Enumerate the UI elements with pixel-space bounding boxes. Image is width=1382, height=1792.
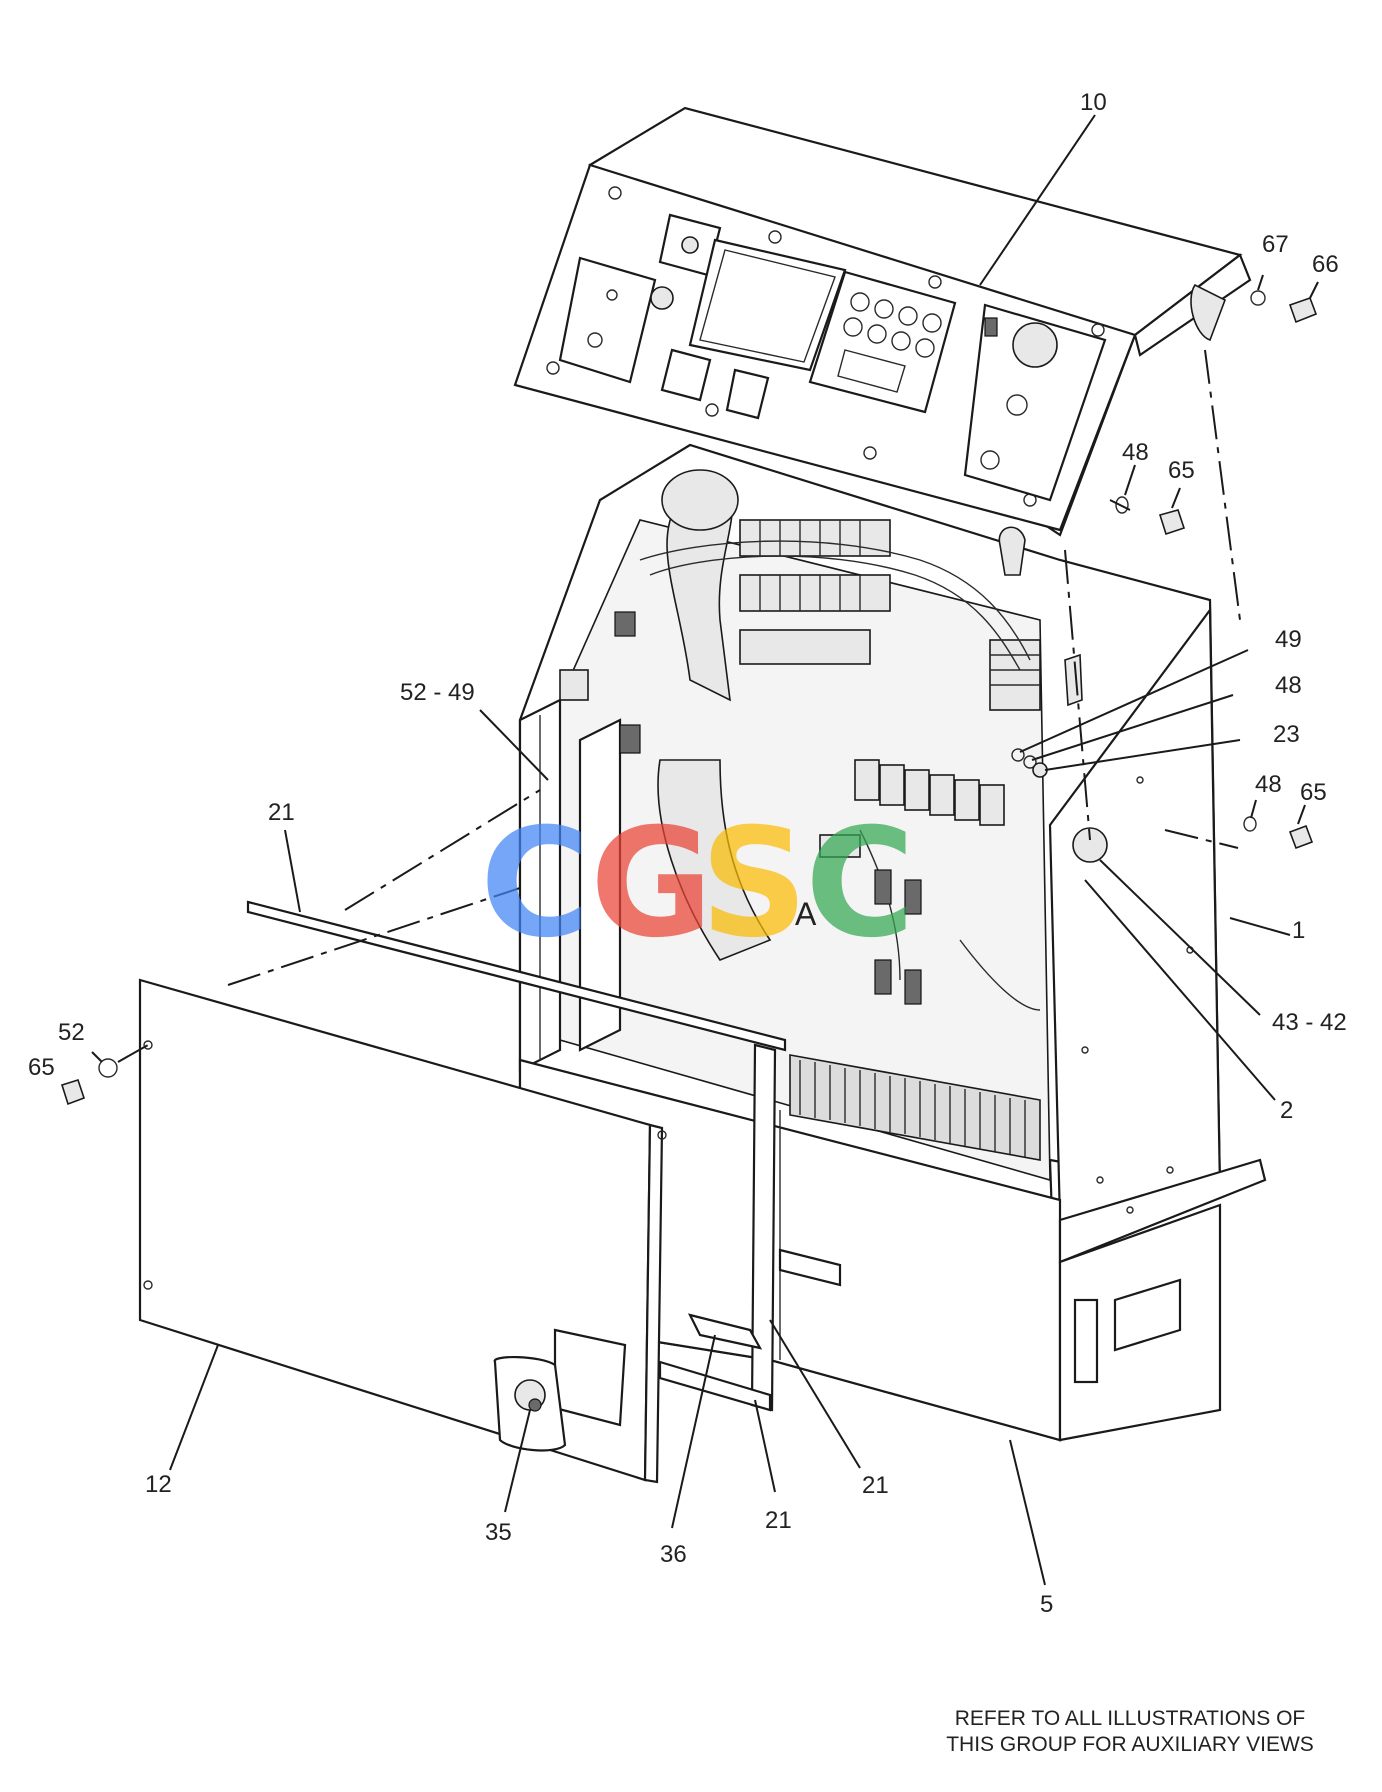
callout-43-42: 43 - 42 <box>1272 1009 1347 1036</box>
latch-handle <box>493 1328 627 1452</box>
callout-21-bottom: 21 <box>765 1507 792 1534</box>
callout-65-right: 65 <box>1300 779 1327 806</box>
note-line-2: THIS GROUP FOR AUXILIARY VIEWS <box>946 1733 1314 1756</box>
callout-5: 5 <box>1040 1591 1053 1618</box>
door-panel <box>138 978 667 1484</box>
callout-67: 67 <box>1262 231 1289 258</box>
callout-52-49: 52 - 49 <box>400 679 475 706</box>
callout-21-right: 21 <box>862 1472 889 1499</box>
washer-67 <box>1250 290 1266 306</box>
washer-48c <box>1243 816 1257 832</box>
control-panel <box>513 106 1252 537</box>
callout-12: 12 <box>145 1471 172 1498</box>
washer-48b <box>1023 755 1037 769</box>
callout-10: 10 <box>1080 89 1107 116</box>
air-duct <box>639 469 1041 1011</box>
callout-21-top: 21 <box>268 799 295 826</box>
bolt-23 <box>1032 762 1048 778</box>
bolt-65b <box>1288 824 1314 850</box>
callout-2: 2 <box>1280 1097 1293 1124</box>
washer-48a <box>1115 496 1129 514</box>
bolt-65c <box>60 1079 86 1106</box>
watermark-letter-1: C <box>480 797 590 971</box>
callouts: 10 67 66 48 65 49 48 23 48 65 1 43 - 42 … <box>28 89 1347 1618</box>
connectors <box>559 526 1108 1005</box>
callout-49: 49 <box>1275 626 1302 653</box>
indicator-lamps <box>837 292 942 393</box>
callout-65-left: 65 <box>28 1054 55 1081</box>
watermark: C G S C <box>480 797 915 971</box>
callout-23: 23 <box>1273 721 1300 748</box>
seal-strips <box>246 900 842 1412</box>
callout-35: 35 <box>485 1519 512 1546</box>
callout-65-upper: 65 <box>1168 457 1195 484</box>
view-mark-a: A <box>795 896 817 932</box>
terminal-strips <box>739 519 1041 711</box>
coiled-hose <box>789 1054 1041 1161</box>
callout-48-right: 48 <box>1255 771 1282 798</box>
relay-bank <box>854 759 1005 826</box>
watermark-letter-4: C <box>805 797 915 971</box>
bolt-66 <box>1288 296 1318 324</box>
callout-48-mid: 48 <box>1275 672 1302 699</box>
note-line-1: REFER TO ALL ILLUSTRATIONS OF <box>954 1707 1306 1730</box>
callout-66: 66 <box>1312 251 1339 278</box>
leader-lines <box>91 114 1319 1586</box>
auxiliary-views-note: REFER TO ALL ILLUSTRATIONS OF THIS GROUP… <box>900 1706 1360 1758</box>
watermark-letter-2: G <box>590 797 713 971</box>
washer-49 <box>1011 748 1025 762</box>
callout-48-upper: 48 <box>1122 439 1149 466</box>
callout-52: 52 <box>58 1019 85 1046</box>
callout-1: 1 <box>1292 917 1305 944</box>
callout-36: 36 <box>660 1541 687 1568</box>
bolt-65a <box>1158 509 1186 536</box>
washer-52 <box>98 1058 118 1078</box>
hardware <box>60 290 1318 1106</box>
watermark-letter-3: S <box>700 797 808 971</box>
